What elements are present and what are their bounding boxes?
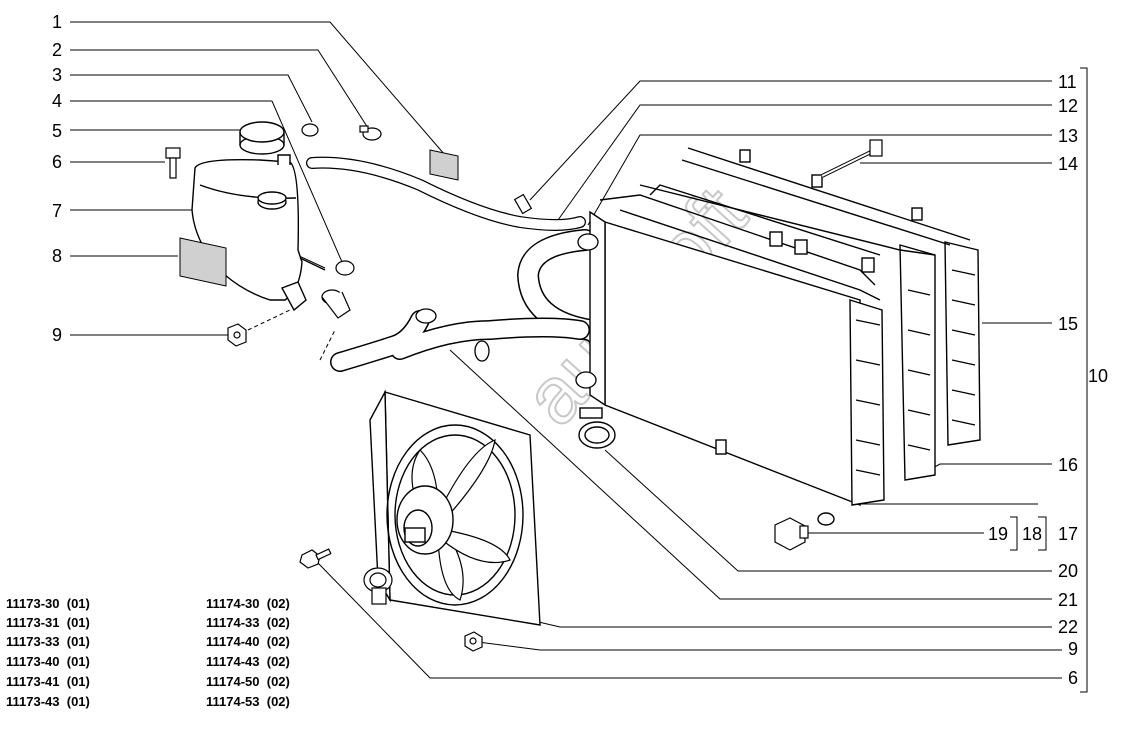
label-plate-8 — [179, 237, 227, 287]
radiator-tank-15 — [681, 147, 981, 446]
callout-21: 21 — [1058, 590, 1078, 610]
model-code-row: 11174-30 (02) — [206, 596, 290, 611]
hose-end-2 — [474, 340, 490, 362]
tank-small-hose — [321, 289, 351, 319]
model-code-row: 11174-43 (02) — [206, 654, 290, 669]
radiator-port-upper — [577, 233, 599, 251]
callout-2: 2 — [52, 40, 62, 60]
callout-12: 12 — [1058, 96, 1078, 116]
nut-9 — [227, 323, 247, 347]
dashed-guide-2 — [319, 329, 336, 361]
fan-shroud — [369, 389, 541, 626]
callout-9b: 9 — [1068, 639, 1078, 659]
callout-17: 17 — [1058, 524, 1078, 544]
group-bracket — [1080, 67, 1088, 693]
callout-18: 18 — [1022, 524, 1042, 544]
model-code-row: 11173-33 (01) — [6, 634, 90, 649]
model-code-row: 11174-33 (02) — [206, 615, 290, 630]
fan-connector — [363, 567, 393, 605]
model-code-row: 11173-31 (01) — [6, 615, 90, 630]
callout-3: 3 — [52, 65, 62, 85]
callout-6b: 6 — [1068, 668, 1078, 688]
callout-5: 5 — [52, 121, 62, 141]
callout-4: 4 — [52, 91, 62, 111]
callout-19: 19 — [988, 524, 1008, 544]
bolt-top — [165, 147, 181, 179]
callout-22: 22 — [1058, 617, 1078, 637]
temp-sensor-14 — [821, 139, 883, 178]
radiator-port-lower — [575, 371, 597, 389]
label-plate-1 — [429, 149, 459, 181]
radiator-tank-16 — [639, 184, 936, 481]
hose-sensor — [513, 193, 533, 215]
callout-13: 13 — [1058, 126, 1078, 146]
callout-11: 11 — [1058, 72, 1077, 92]
fan-motor — [396, 485, 454, 555]
callout-15: 15 — [1058, 314, 1078, 334]
callout-7: 7 — [52, 201, 62, 221]
left-callouts: 1 2 3 4 5 6 7 8 9 — [52, 12, 62, 345]
clamp-2 — [359, 125, 382, 141]
tank-cap — [239, 121, 285, 155]
bracket-17-18 — [1038, 516, 1047, 551]
model-code-row: 11173-43 (01) — [6, 694, 90, 709]
model-code-row: 11173-30 (01) — [6, 596, 90, 611]
callout-9: 9 — [52, 325, 62, 345]
callout-10: 10 — [1088, 366, 1108, 386]
drain-washer — [817, 512, 835, 526]
callout-1: 1 — [52, 12, 62, 32]
model-code-row: 11174-40 (02) — [206, 634, 290, 649]
right-leader-lines — [317, 80, 1062, 679]
clamp-3 — [301, 123, 319, 137]
clamp-4 — [335, 260, 355, 276]
drain-plug — [774, 517, 809, 551]
radiator-core — [589, 194, 885, 507]
callout-16: 16 — [1058, 455, 1078, 475]
callout-20: 20 — [1058, 561, 1078, 581]
nut-9-lower — [464, 631, 483, 652]
dashed-guide — [247, 309, 291, 331]
callout-6: 6 — [52, 152, 62, 172]
hose-end — [415, 308, 437, 324]
model-code-row: 11173-40 (01) — [6, 654, 90, 669]
right-callouts: 11 12 13 14 15 16 17 18 19 20 21 22 9 6 … — [988, 72, 1108, 688]
model-code-row: 11174-50 (02) — [206, 674, 290, 689]
callout-8: 8 — [52, 246, 62, 266]
bracket-18-19 — [1010, 516, 1018, 551]
model-code-row: 11173-41 (01) — [6, 674, 90, 689]
bolt-lower — [299, 548, 332, 569]
callout-14: 14 — [1058, 154, 1078, 174]
hose-clamp-20 — [578, 407, 616, 449]
model-code-row: 11174-53 (02) — [206, 694, 290, 709]
